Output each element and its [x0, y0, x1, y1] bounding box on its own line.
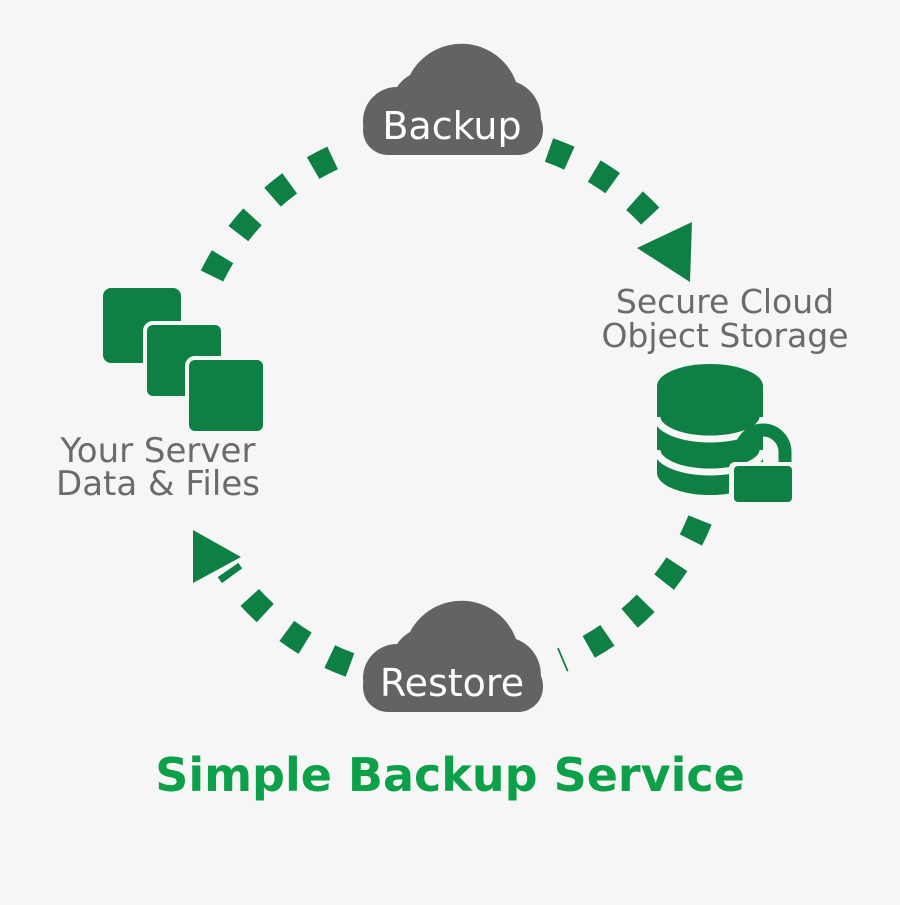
dashed-arc-backup-to-storage	[544, 138, 674, 240]
dashed-arc-restore-to-source	[217, 562, 355, 677]
restore-label: Restore	[380, 661, 524, 705]
file-square-front	[185, 356, 267, 435]
source-label-line1: Your Server	[60, 431, 256, 471]
backup-label: Backup	[382, 104, 521, 148]
lock-body	[734, 466, 792, 502]
backup-arrowhead	[637, 222, 692, 282]
restore-cloud-node[interactable]: Restore	[363, 600, 543, 712]
database-top	[657, 364, 763, 408]
storage-node[interactable]: Secure Cloud Object Storage	[601, 282, 849, 506]
database-lock-icon	[653, 364, 797, 506]
restore-path-right	[557, 515, 712, 672]
restore-arrowhead	[193, 530, 241, 583]
cloud-base	[363, 104, 543, 155]
page-title: Simple Backup Service	[155, 748, 745, 802]
cloud-base	[363, 661, 543, 712]
source-node[interactable]: Your Server Data & Files	[56, 288, 267, 504]
backup-path-right	[544, 138, 692, 282]
database-band-2	[653, 449, 767, 476]
storage-label-line2: Object Storage	[601, 316, 848, 355]
storage-label-line1: Secure Cloud	[616, 282, 834, 321]
backup-cloud-node[interactable]: Backup	[363, 43, 543, 155]
lock-shackle	[734, 423, 792, 465]
dashed-arc-storage-to-restore	[557, 515, 712, 672]
stacked-files-icon	[103, 288, 267, 435]
source-label-line2: Data & Files	[56, 464, 260, 504]
restore-path-left	[193, 530, 355, 677]
